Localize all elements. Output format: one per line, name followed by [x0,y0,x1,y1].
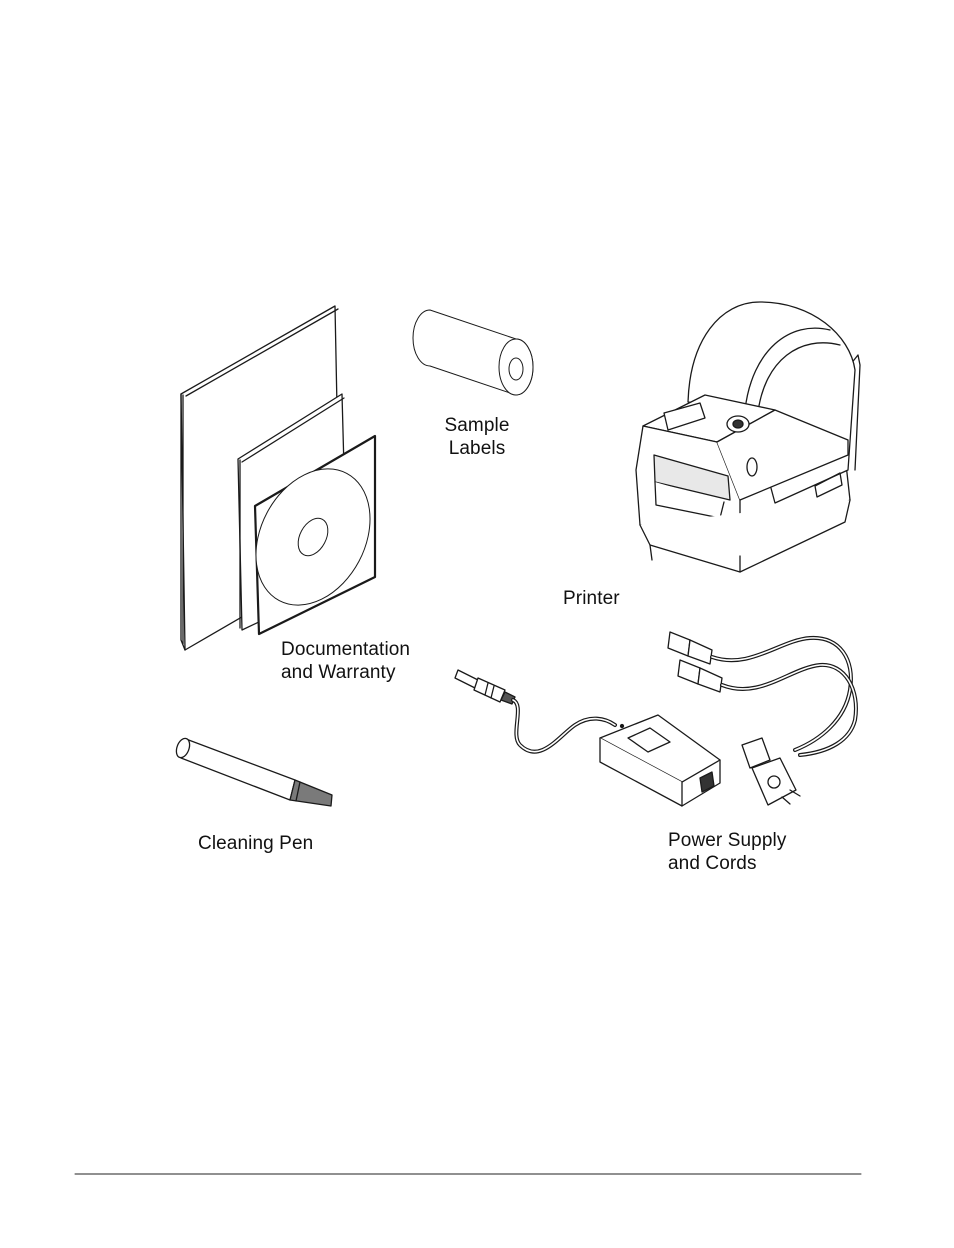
documentation-line-2: and Warranty [281,661,410,684]
sample-labels-line-2: Labels [436,437,518,460]
printer-label: Printer [563,587,620,610]
label-roll-illustration [413,310,533,395]
power-supply-line-1: Power Supply [668,829,786,852]
power-supply-label: Power Supply and Cords [668,829,786,875]
cleaning-pen-label: Cleaning Pen [198,832,313,855]
documentation-label: Documentation and Warranty [281,638,410,684]
power-supply-illustration [455,632,856,806]
documentation-illustration [181,306,393,650]
power-supply-line-2: and Cords [668,852,786,875]
documentation-line-1: Documentation [281,638,410,661]
cleaning-pen-illustration [174,737,332,806]
printer-illustration [636,302,860,572]
sample-labels-line-1: Sample [436,414,518,437]
sample-labels-label: Sample Labels [436,414,518,460]
